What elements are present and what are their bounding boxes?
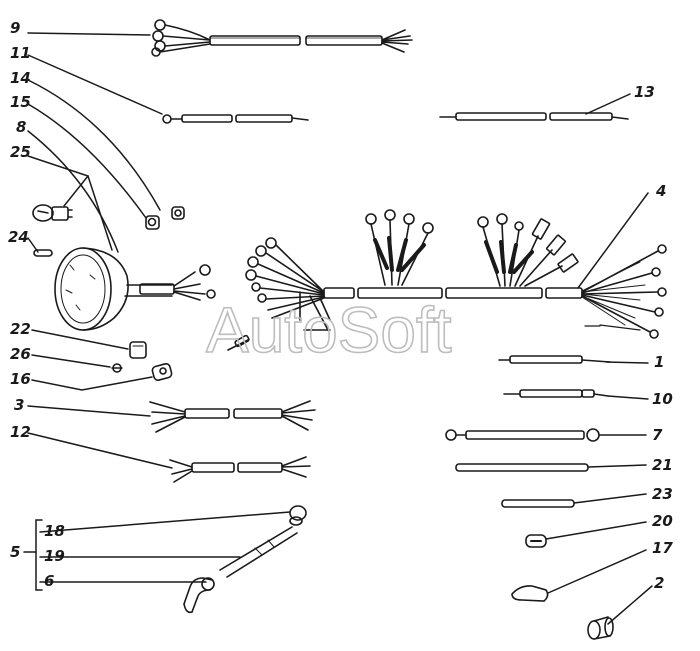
label-23: 23	[652, 485, 673, 503]
label-13: 13	[634, 83, 655, 101]
label-6: 6	[44, 572, 54, 590]
label-22: 22	[10, 320, 31, 338]
bulb-25	[32, 204, 73, 222]
part-number-labels: 9 11 14 15 8 25 24 22 26 16 3 12 5 18 19…	[8, 19, 673, 592]
label-7: 7	[652, 426, 663, 444]
watermark-text: AutoSoft	[206, 294, 452, 366]
label-3: 3	[14, 396, 24, 414]
cable-19	[219, 526, 298, 578]
label-16: 16	[10, 370, 31, 388]
label-20: 20	[652, 512, 673, 530]
label-19: 19	[44, 547, 65, 565]
nut-15	[145, 215, 160, 230]
label-26: 26	[10, 345, 31, 363]
label-9: 9	[10, 19, 20, 37]
headlamp-8	[54, 247, 216, 331]
label-10: 10	[652, 390, 673, 408]
boot-17	[511, 585, 549, 602]
label-12: 12	[10, 423, 31, 441]
label-8: 8	[16, 118, 26, 136]
label-17: 17	[652, 539, 673, 557]
harness-3	[149, 400, 316, 433]
wire-1	[498, 355, 611, 364]
wire-10	[503, 389, 609, 398]
label-14: 14	[10, 69, 31, 87]
label-1: 1	[654, 353, 664, 371]
nut-14	[171, 206, 185, 220]
pin-24	[33, 249, 53, 257]
plug-22	[129, 341, 147, 359]
label-5: 5	[10, 543, 20, 561]
angle-plug-6	[183, 577, 215, 614]
tube-23	[501, 499, 575, 508]
screw-26	[111, 363, 123, 373]
label-15: 15	[10, 93, 31, 111]
label-25: 25	[10, 143, 31, 161]
label-18: 18	[44, 522, 65, 540]
sleeve-2	[587, 616, 614, 640]
label-11: 11	[10, 44, 31, 62]
wire-7	[445, 428, 600, 442]
wire-11	[162, 114, 309, 124]
leader-lines	[23, 32, 653, 625]
tag-20	[525, 534, 547, 548]
harness-9	[151, 19, 413, 57]
wire-13	[439, 112, 629, 121]
label-24: 24	[8, 228, 29, 246]
harness-12	[169, 456, 311, 483]
tube-21	[455, 463, 589, 472]
main-harness-4	[227, 209, 667, 351]
label-4: 4	[655, 182, 666, 200]
label-2: 2	[654, 574, 664, 592]
label-21: 21	[652, 456, 673, 474]
socket-16	[151, 363, 173, 381]
cap-18	[289, 505, 307, 526]
